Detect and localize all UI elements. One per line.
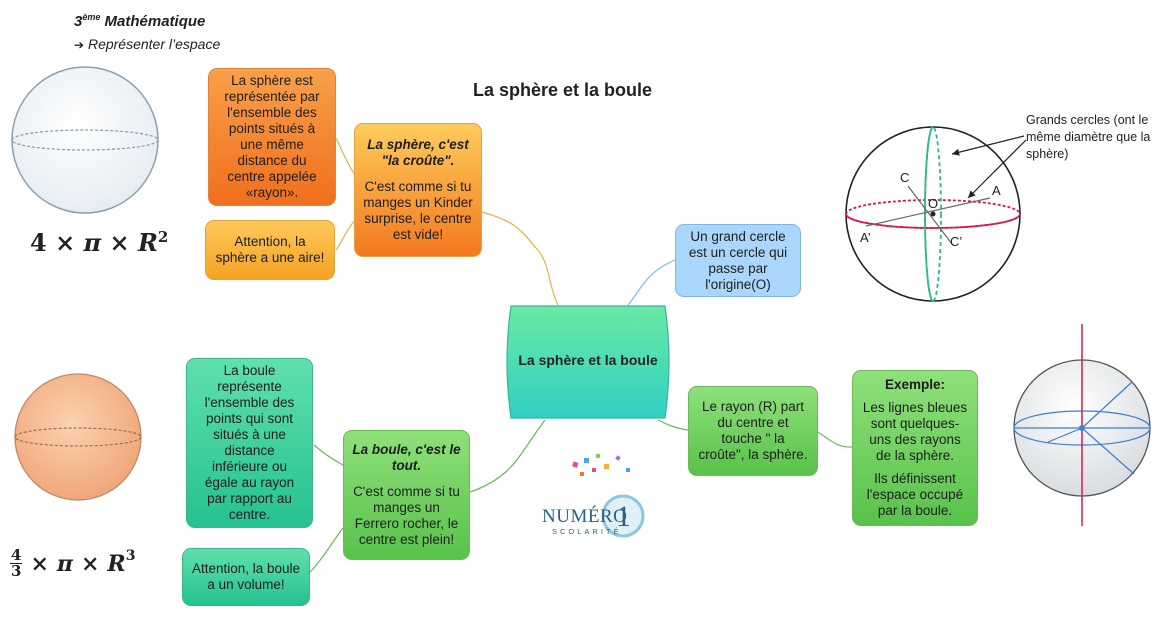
subtitle-text: Représenter l’espace: [87, 36, 221, 52]
radii-sphere-diagram: [1013, 324, 1151, 526]
sphere-attention-node: Attention, la sphère a une aire!: [205, 220, 335, 280]
center-node-label: La sphère et la boule: [518, 352, 658, 368]
course-header: 3ème Mathématique: [74, 12, 205, 30]
radius-symbol: R: [137, 228, 158, 257]
sphere-attention-text: Attention, la sphère a une aire!: [215, 234, 325, 265]
center-node-shape: [506, 305, 670, 419]
exponent: 3: [125, 548, 136, 564]
sphere-definition-node: La sphère est représentée par l'ensemble…: [208, 68, 336, 206]
ball-illustration: [14, 373, 142, 501]
logo-digit: 1: [616, 500, 631, 533]
sphere-illustration: [11, 66, 159, 214]
label-C: C: [900, 170, 909, 185]
exemple-paragraph-2: Ils définissent l'espace occupé par la b…: [866, 471, 964, 518]
exemple-paragraph-1: Les lignes bleues sont quelques-uns des …: [862, 400, 968, 463]
grade-number: 3: [74, 13, 83, 30]
times-sign: ×: [55, 228, 76, 257]
connector-center-boule: [469, 419, 546, 493]
times-sign: ×: [30, 550, 49, 577]
radius-symbol: R: [107, 550, 126, 577]
boule-node-body: C'est comme si tu manges un Ferrero roch…: [353, 484, 460, 547]
great-circles-diagram: C O A A’ C’: [845, 126, 1021, 302]
boule-attention-node: Attention, la boule a un volume!: [182, 548, 310, 606]
connector-center-grandcercle: [627, 259, 676, 306]
connector-rayon-exemple: [817, 431, 853, 448]
rayon-node: Le rayon (R) part du centre et touche " …: [688, 386, 818, 476]
times-sign: ×: [80, 550, 100, 577]
boule-definition-text: La boule représente l'ensemble des point…: [204, 363, 295, 522]
grade-superscript: ème: [82, 12, 101, 22]
boule-definition-node: La boule représente l'ensemble des point…: [186, 358, 313, 528]
times-sign: ×: [109, 228, 130, 257]
sphere-node: La sphère, c'est "la croûte". C'est comm…: [354, 123, 482, 257]
exemple-node: Exemple: Les lignes bleues sont quelques…: [852, 370, 978, 526]
label-A-prime: A’: [860, 230, 871, 245]
label-C-prime: C’: [950, 234, 962, 249]
logo-name: NUMÉRO: [542, 505, 627, 527]
connector-sphere-def: [335, 137, 356, 176]
formula-coef: 4: [30, 228, 47, 257]
label-A: A: [992, 183, 1001, 198]
sphere-definition-text: La sphère est représentée par l'ensemble…: [224, 73, 320, 200]
exemple-title: Exemple:: [884, 377, 946, 392]
formula-sphere-area: 4 × π × R2: [30, 228, 168, 257]
grand-cercle-text: Un grand cercle est un cercle qui passe …: [688, 228, 788, 292]
boule-node-title: La boule, c'est le tout.: [352, 442, 461, 473]
connector-center-rayon: [657, 419, 689, 431]
fraction: 4 3: [10, 546, 23, 580]
course-subject: Mathématique: [104, 13, 206, 30]
logo-sub: SCOLARITÉ: [552, 527, 622, 536]
fraction-numerator: 4: [10, 546, 23, 564]
fraction-denominator: 3: [11, 562, 22, 580]
connector-boule-attention: [309, 527, 344, 573]
confetti-icon: [572, 453, 630, 476]
pi-symbol: π: [56, 550, 73, 577]
great-circles-annotation: Grands cercles (ont le même diamètre que…: [1026, 113, 1151, 161]
connector-boule-def: [313, 444, 344, 466]
boule-attention-text: Attention, la boule a un volume!: [191, 561, 301, 592]
boule-node: La boule, c'est le tout. C'est comme si …: [343, 430, 470, 560]
numero1-logo: NUMÉRO 1 SCOLARITÉ: [542, 453, 645, 538]
exponent: 2: [157, 228, 169, 246]
pi-symbol: π: [83, 228, 102, 257]
grand-cercle-node: Un grand cercle est un cercle qui passe …: [675, 224, 801, 297]
rayon-text: Le rayon (R) part du centre et touche " …: [698, 399, 808, 462]
sphere-node-body: C'est comme si tu manges un Kinder surpr…: [363, 179, 473, 242]
course-subtitle: ➔ Représenter l’espace: [74, 36, 220, 52]
label-O: O: [928, 196, 938, 211]
connector-center-sphere: [481, 211, 559, 306]
annotation-arrows: [951, 135, 1027, 199]
connector-sphere-attention: [335, 219, 356, 251]
page-title: La sphère et la boule: [473, 80, 653, 100]
sphere-node-title: La sphère, c'est "la croûte".: [367, 137, 469, 168]
arrow-icon: ➔: [74, 38, 85, 52]
